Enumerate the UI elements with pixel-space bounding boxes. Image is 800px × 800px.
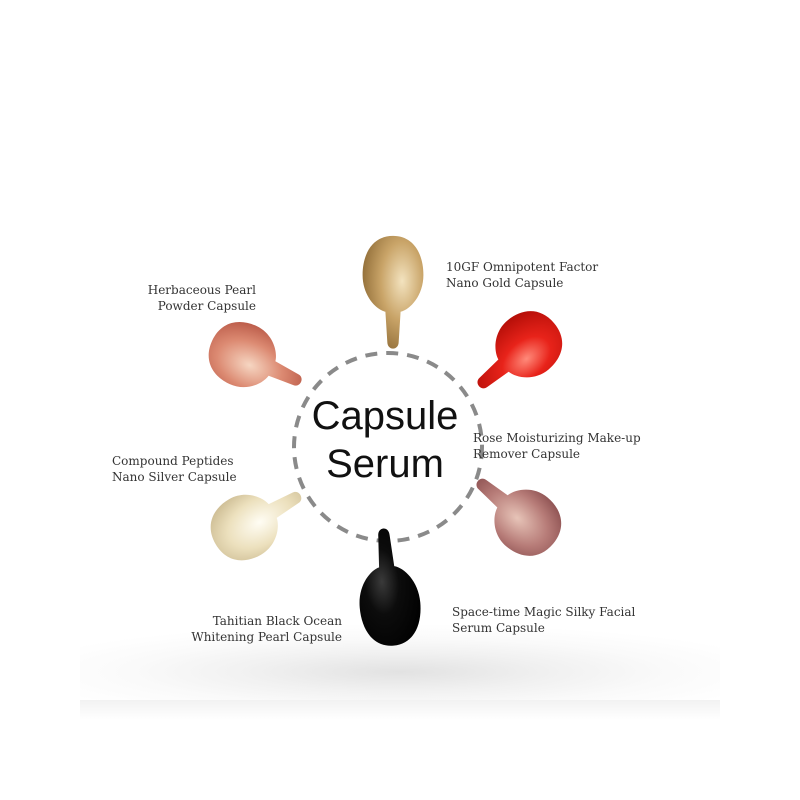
label-line: Herbaceous Pearl — [147, 283, 256, 297]
label-line: Powder Capsule — [157, 299, 256, 313]
label-line: 10GF Omnipotent Factor — [446, 260, 599, 274]
silver-capsule-label: Compound Peptides Nano Silver Capsule — [112, 453, 237, 485]
title-line-2: Serum — [326, 442, 444, 486]
black-capsule — [353, 525, 424, 649]
label-line: Space-time Magic Silky Facial — [452, 605, 636, 619]
title-line-1: Capsule — [311, 394, 459, 438]
label-line: Remover Capsule — [473, 447, 581, 461]
label-line: Nano Silver Capsule — [112, 470, 237, 484]
label-line: Tahitian Black Ocean — [212, 614, 342, 628]
center-title: Capsule Serum — [285, 392, 485, 488]
label-line: Compound Peptides — [112, 454, 234, 468]
label-line: Rose Moisturizing Make-up — [473, 431, 641, 445]
label-line: Serum Capsule — [452, 621, 545, 635]
black-capsule-label: Tahitian Black Ocean Whitening Pearl Cap… — [191, 613, 342, 645]
gold-capsule — [362, 235, 424, 349]
red-capsule-label: Rose Moisturizing Make-up Remover Capsul… — [473, 430, 641, 462]
label-line: Whitening Pearl Capsule — [191, 630, 342, 644]
herbaceous-capsule-label: Herbaceous Pearl Powder Capsule — [148, 282, 256, 314]
label-line: Nano Gold Capsule — [446, 276, 564, 290]
spacetime-capsule-label: Space-time Magic Silky Facial Serum Caps… — [452, 604, 635, 636]
gold-capsule-label: 10GF Omnipotent Factor Nano Gold Capsule — [446, 259, 598, 291]
ripple-edge — [80, 700, 720, 720]
